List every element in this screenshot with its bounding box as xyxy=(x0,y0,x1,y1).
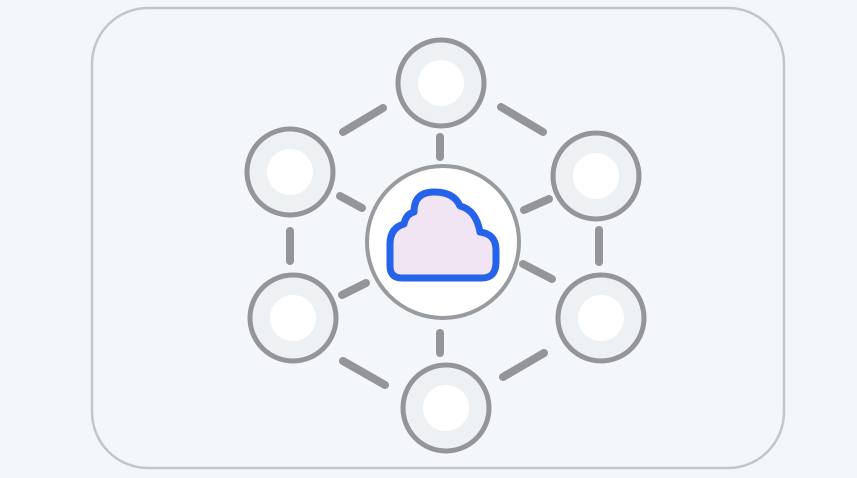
ring-connector xyxy=(497,103,547,136)
node-group xyxy=(244,37,647,454)
ring-connector xyxy=(499,349,548,381)
node-upper-left xyxy=(244,126,336,218)
node-bottom xyxy=(400,362,492,454)
node-core xyxy=(573,153,619,199)
node-top xyxy=(395,37,487,129)
node-upper-right xyxy=(550,130,642,222)
connector-group xyxy=(286,103,603,389)
spoke-connector xyxy=(519,260,556,283)
node-lower-left xyxy=(247,272,339,364)
ring-connector xyxy=(339,104,387,136)
node-core xyxy=(423,385,469,431)
node-core xyxy=(267,149,313,195)
spoke-connector xyxy=(338,279,370,299)
node-core xyxy=(270,295,316,341)
hub-node xyxy=(365,164,521,320)
node-lower-right xyxy=(555,272,647,364)
spoke-connector xyxy=(336,192,366,212)
card-frame xyxy=(90,6,786,470)
ring-connector xyxy=(339,357,389,389)
node-core xyxy=(418,60,464,106)
spoke-connector xyxy=(520,195,553,214)
node-core xyxy=(578,295,624,341)
cloud-icon xyxy=(386,188,500,282)
